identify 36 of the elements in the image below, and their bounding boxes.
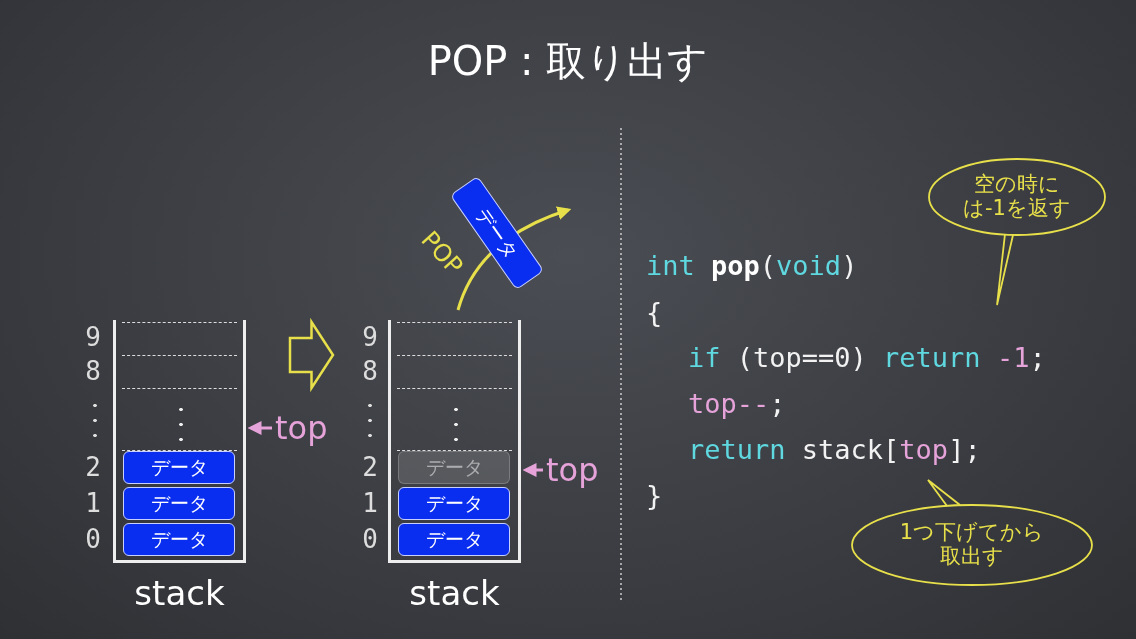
code-line: { — [646, 297, 663, 328]
callout-text: 空の時には-1を返す — [962, 172, 1072, 220]
data-block: データ — [123, 451, 235, 484]
stack-container — [113, 320, 246, 563]
index-number: 0 — [84, 524, 102, 554]
index-number: 2 — [84, 452, 102, 482]
data-block: データ — [123, 523, 235, 556]
stack-container — [388, 320, 521, 563]
slide-title: POP : 取り出す — [426, 37, 710, 86]
index-number: 9 — [361, 322, 379, 352]
arrow — [247, 421, 272, 435]
block-arrow — [288, 317, 335, 393]
faded-data-block: データ — [398, 451, 510, 484]
callout-text: 1つ下げてから取出す — [898, 520, 1046, 568]
speech-bubble — [851, 479, 1093, 586]
code-line: return stack[top]; — [688, 434, 981, 465]
data-block: データ — [123, 487, 235, 520]
speech-bubble — [928, 158, 1106, 306]
code-line: top--; — [688, 388, 786, 419]
index-number: 2 — [361, 452, 379, 482]
code-line: if (top==0) return -1; — [688, 342, 1046, 373]
index-number: 1 — [84, 488, 102, 518]
arrow — [522, 463, 543, 477]
stack-label: stack — [133, 573, 226, 613]
index-number: 8 — [361, 356, 379, 386]
index-number: 0 — [361, 524, 379, 554]
data-block: データ — [398, 487, 510, 520]
index-number: 8 — [84, 356, 102, 386]
pointer-label: top — [546, 452, 599, 488]
index-number: 1 — [361, 488, 379, 518]
index-number: 9 — [84, 322, 102, 352]
pointer-label: top — [275, 410, 328, 446]
code-line: int pop(void) — [646, 250, 858, 281]
data-block: データ — [398, 523, 510, 556]
code-line: } — [646, 480, 663, 511]
stack-label: stack — [408, 573, 501, 613]
